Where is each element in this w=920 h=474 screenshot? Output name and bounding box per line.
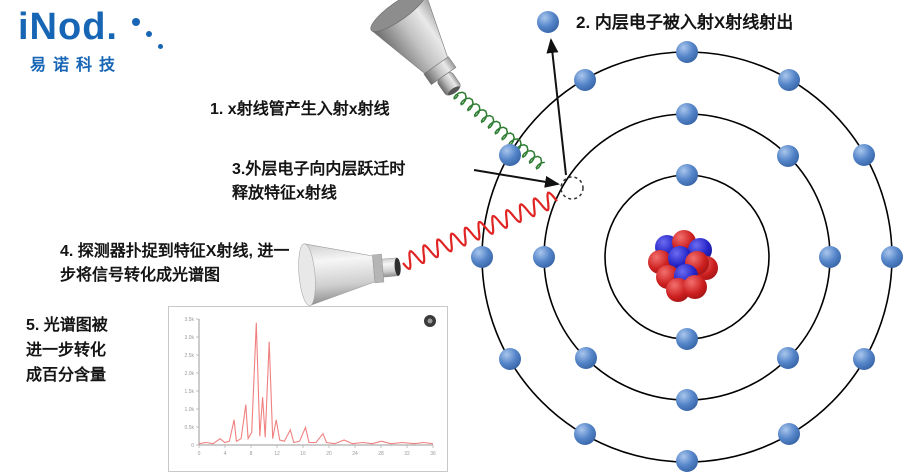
electron: [777, 347, 799, 369]
nucleon-red: [683, 275, 707, 299]
xray-tube: [370, 0, 461, 96]
electron-ejection-arrow: [546, 38, 567, 176]
logo-sparkle-dot: [158, 44, 163, 49]
x-tick-label: 4: [224, 451, 227, 457]
step3-line1: 3.外层电子向内层跃迁时: [232, 161, 406, 178]
step5-line3: 成百分含量: [26, 366, 107, 384]
electron-vacancy-circle: [560, 176, 584, 200]
electron: [499, 348, 521, 370]
electron: [574, 69, 596, 91]
x-tick-label: 0: [198, 451, 201, 457]
electron: [676, 450, 698, 472]
y-tick-label: 2.0k: [185, 371, 195, 377]
chart-watermark-icon-inner: [427, 318, 433, 324]
vacancy-pointer-arrow: [473, 169, 560, 188]
electron: [471, 246, 493, 268]
step1-label: 1. x射线管产生入射x射线: [210, 101, 390, 118]
logo-subtitle: 易诺科技: [30, 57, 123, 74]
electrons: [471, 11, 903, 472]
x-tick-label: 16: [300, 451, 306, 457]
electron: [853, 144, 875, 166]
electron: [499, 144, 521, 166]
step4-label: 4. 探测器扑捉到特征X射线, 进一 步将信号转化成光谱图: [60, 240, 289, 288]
detector-tip: [394, 257, 401, 276]
ejected-electron: [537, 11, 559, 33]
x-tick-label: 12: [274, 451, 280, 457]
y-ticks-group: 3.5k 3.0k 2.5k 2.0k 1.5k 1.0k 0.5k 0: [185, 317, 199, 449]
x-tick-label: 8: [250, 451, 253, 457]
electron: [819, 246, 841, 268]
step3-line2: 释放特征x射线: [232, 185, 337, 202]
electron: [575, 347, 597, 369]
y-tick-label: 3.5k: [185, 317, 195, 323]
x-ticks-group: 0 4 8 12 16 20 24 28 32 36: [198, 445, 436, 457]
electron: [676, 164, 698, 186]
step5-line1: 5. 光谱图被: [26, 317, 108, 334]
electron: [676, 389, 698, 411]
y-tick-label: 3.0k: [185, 335, 195, 341]
x-tick-label: 24: [352, 451, 358, 457]
xray-tube-cap: [370, 0, 427, 32]
step4-line1: 4. 探测器扑捉到特征X射线, 进一: [60, 243, 290, 260]
step3-label: 3.外层电子向内层跃迁时 释放特征x射线: [232, 158, 405, 206]
x-tick-label: 36: [430, 451, 436, 457]
logo-sparkle-dot: [146, 31, 152, 37]
electron: [676, 41, 698, 63]
logo-brand: iNod.: [18, 6, 118, 48]
electron: [574, 423, 596, 445]
y-tick-label: 2.5k: [185, 353, 195, 359]
step5-line2: 进一步转化: [26, 341, 107, 359]
y-tick-label: 1.5k: [185, 389, 195, 395]
step4-line2: 步将信号转化成光谱图: [60, 267, 221, 284]
electron: [777, 145, 799, 167]
y-tick-label: 1.0k: [185, 407, 195, 413]
incident-xray-wave: [453, 91, 545, 170]
electron: [676, 328, 698, 350]
y-tick-label: 0.5k: [185, 425, 195, 431]
logo: iNod. 易诺科技: [18, 6, 178, 86]
x-tick-label: 28: [378, 451, 384, 457]
characteristic-xray-wave: [402, 191, 558, 270]
step5-label: 5. 光谱图被 进一步转化 成百分含量: [26, 314, 108, 388]
spectrum-line: [198, 322, 434, 445]
y-tick-label: 0: [191, 443, 194, 449]
detector-cap: [298, 243, 316, 306]
x-tick-label: 20: [326, 451, 332, 457]
electron: [853, 348, 875, 370]
nucleus: [648, 230, 718, 302]
xray-tube-tip: [448, 86, 460, 96]
electron: [778, 69, 800, 91]
detector: [298, 243, 401, 307]
electron: [778, 423, 800, 445]
electron: [881, 246, 903, 268]
x-tick-label: 32: [404, 451, 410, 457]
spectrum-chart-svg: 0 4 8 12 16 20 24 28 32 36 3.5k 3.0k 2.5k 2.0k 1.5k 1.…: [185, 315, 436, 457]
detector-body: [303, 243, 376, 307]
spectrum-chart-panel: 0 4 8 12 16 20 24 28 32 36 3.5k 3.0k 2.5k 2.0k 1.5k 1.…: [168, 306, 448, 472]
electron: [676, 103, 698, 125]
logo-sparkle-dot: [132, 18, 140, 26]
electron: [533, 246, 555, 268]
step2-label: 2. 内层电子被入射X射线射出: [576, 13, 794, 32]
